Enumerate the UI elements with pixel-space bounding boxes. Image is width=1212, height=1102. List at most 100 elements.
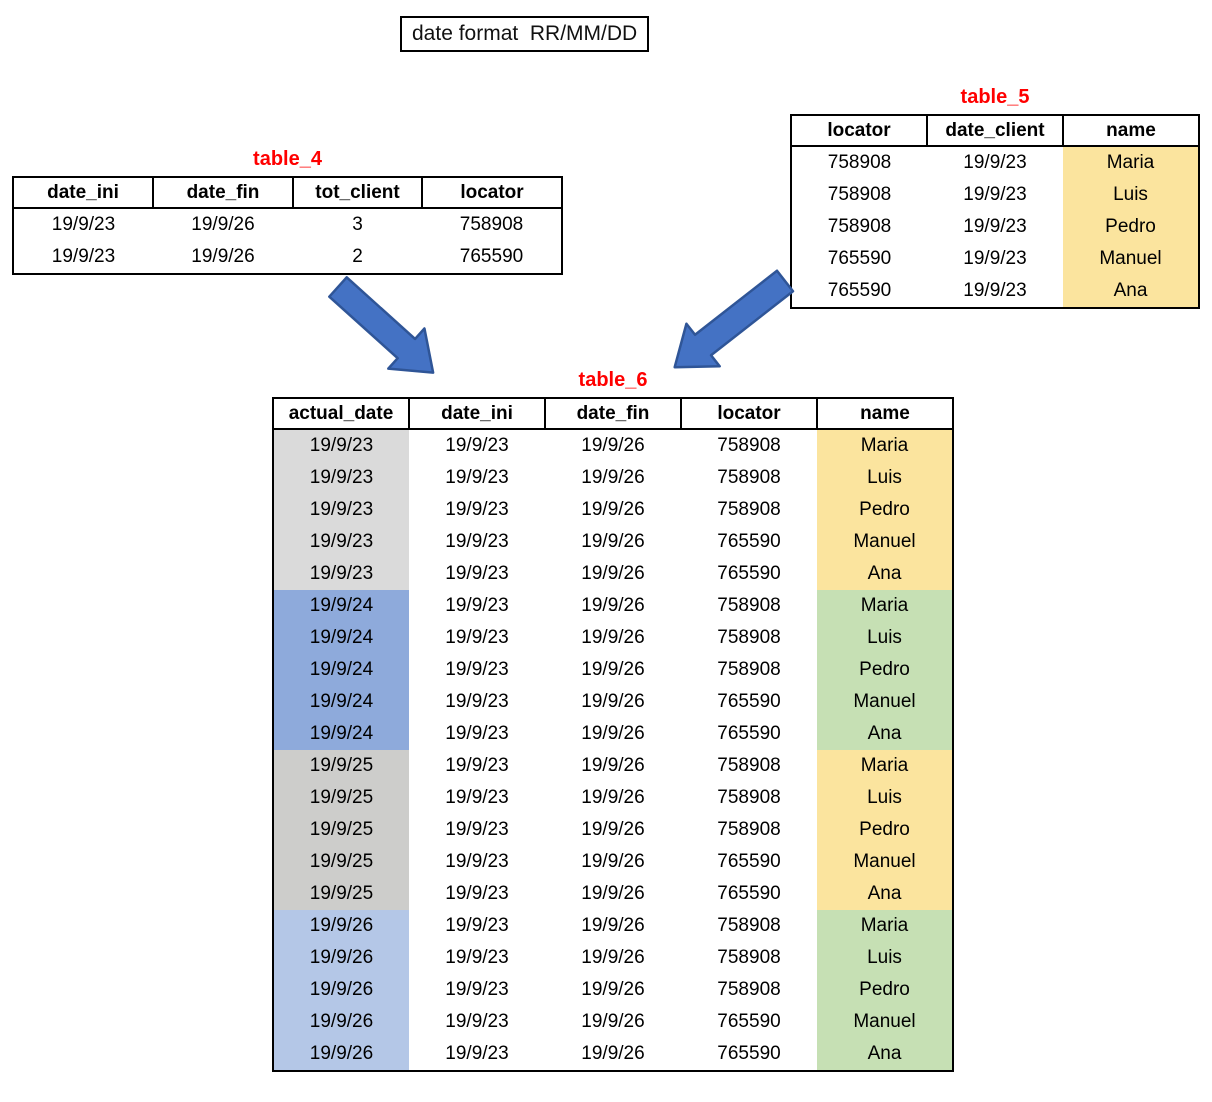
cell-actual_date: 19/9/25 [273,750,409,782]
cell-date_fin: 19/9/26 [581,723,645,744]
cell-date_ini: 19/9/23 [445,531,509,552]
cell-locator: 758908 [717,755,781,776]
cell-date_client: 19/9/23 [963,184,1027,205]
cell-name: Ana [817,878,953,910]
column-header-date_fin: date_fin [152,176,294,209]
cell-locator: 758908 [827,184,892,205]
cell-date_client: 19/9/23 [963,280,1027,301]
cell-date_ini: 19/9/23 [445,659,509,680]
cell-date_fin: 19/9/26 [581,595,645,616]
cell-actual_date: 19/9/26 [273,974,409,1006]
cell-locator: 758908 [717,947,781,968]
cell-date_fin: 19/9/26 [581,499,645,520]
cell-actual_date: 19/9/25 [273,782,409,814]
cell-date_ini: 19/9/23 [445,883,509,904]
cell-locator: 765590 [717,563,781,584]
cell-date_ini: 19/9/23 [445,819,509,840]
cell-date_fin: 19/9/26 [581,883,645,904]
cell-actual_date: 19/9/26 [273,910,409,942]
cell-actual_date: 19/9/26 [273,942,409,974]
cell-date_fin: 19/9/26 [581,1043,645,1064]
cell-locator: 765590 [717,851,781,872]
cell-actual_date: 19/9/24 [273,622,409,654]
cell-tot_client: 3 [352,214,363,235]
cell-date_ini: 19/9/23 [445,1043,509,1064]
table-row: 758908 19/9/23 Luis [791,179,1199,211]
cell-locator: 758908 [827,216,892,237]
cell-actual_date: 19/9/23 [273,429,409,462]
cell-name: Ana [817,718,953,750]
cell-locator: 765590 [717,691,781,712]
cell-date_fin: 19/9/26 [581,851,645,872]
cell-date_fin: 19/9/26 [581,787,645,808]
cell-date_ini: 19/9/23 [445,499,509,520]
cell-date_ini: 19/9/23 [445,467,509,488]
cell-actual_date: 19/9/24 [273,654,409,686]
cell-name: Luis [817,622,953,654]
cell-locator: 758908 [717,435,781,456]
cell-name: Maria [817,429,953,462]
cell-name: Luis [817,462,953,494]
cell-name: Luis [817,782,953,814]
cell-date_ini: 19/9/23 [445,787,509,808]
cell-name: Manuel [817,1006,953,1038]
cell-actual_date: 19/9/25 [273,878,409,910]
cell-actual_date: 19/9/23 [273,494,409,526]
cell-name: Pedro [817,814,953,846]
cell-name: Manuel [1063,243,1199,275]
cell-date_ini: 19/9/23 [445,723,509,744]
cell-name: Pedro [817,494,953,526]
cell-locator: 765590 [717,1043,781,1064]
column-header-date_fin: date_fin [544,397,682,430]
cell-locator: 758908 [717,595,781,616]
date-format-note: date format RR/MM/DD [400,16,650,52]
cell-date_ini: 19/9/23 [445,627,509,648]
cell-date_fin: 19/9/26 [191,214,255,235]
cell-name: Luis [1063,179,1199,211]
cell-locator: 765590 [717,1011,781,1032]
column-header-locator: locator [421,176,563,209]
cell-actual_date: 19/9/24 [273,590,409,622]
column-header-date_ini: date_ini [12,176,154,209]
column-header-actual_date: actual_date [272,397,410,430]
cell-date_ini: 19/9/23 [445,691,509,712]
table-5-title: table_5 [960,86,1030,108]
cell-name: Maria [817,910,953,942]
cell-date_fin: 19/9/26 [581,435,645,456]
cell-name: Manuel [817,526,953,558]
cell-locator: 765590 [459,246,524,267]
cell-name: Manuel [817,846,953,878]
cell-name: Pedro [817,654,953,686]
column-header-date_client: date_client [926,114,1064,147]
cell-date_fin: 19/9/26 [581,531,645,552]
cell-locator: 758908 [459,214,524,235]
cell-locator: 765590 [717,723,781,744]
cell-date_fin: 19/9/26 [581,691,645,712]
